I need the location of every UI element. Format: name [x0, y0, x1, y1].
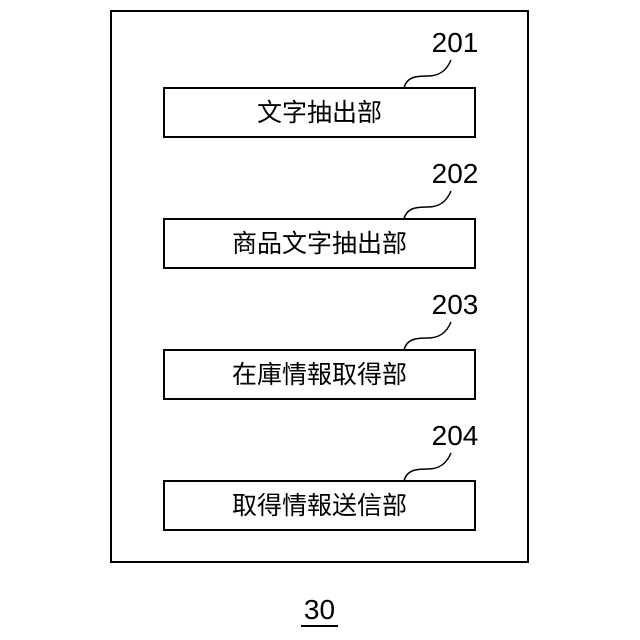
- figure-label-group: 30: [301, 594, 338, 626]
- block-label: 商品文字抽出部: [232, 229, 407, 258]
- leader-line: [404, 453, 451, 481]
- block-label: 在庫情報取得部: [232, 360, 407, 389]
- block-201: 文字抽出部 201: [164, 27, 478, 137]
- leader-line: [404, 60, 451, 88]
- leader-line: [404, 191, 451, 219]
- reference-number: 204: [432, 420, 479, 451]
- block-204: 取得情報送信部 204: [164, 420, 478, 530]
- reference-number: 201: [432, 27, 479, 58]
- block-label: 文字抽出部: [257, 98, 382, 127]
- leader-line: [404, 322, 451, 350]
- block-label: 取得情報送信部: [232, 491, 407, 520]
- block-203: 在庫情報取得部 203: [164, 289, 478, 399]
- reference-number: 202: [432, 158, 479, 189]
- block-202: 商品文字抽出部 202: [164, 158, 478, 268]
- reference-number: 203: [432, 289, 479, 320]
- figure-label: 30: [304, 594, 335, 625]
